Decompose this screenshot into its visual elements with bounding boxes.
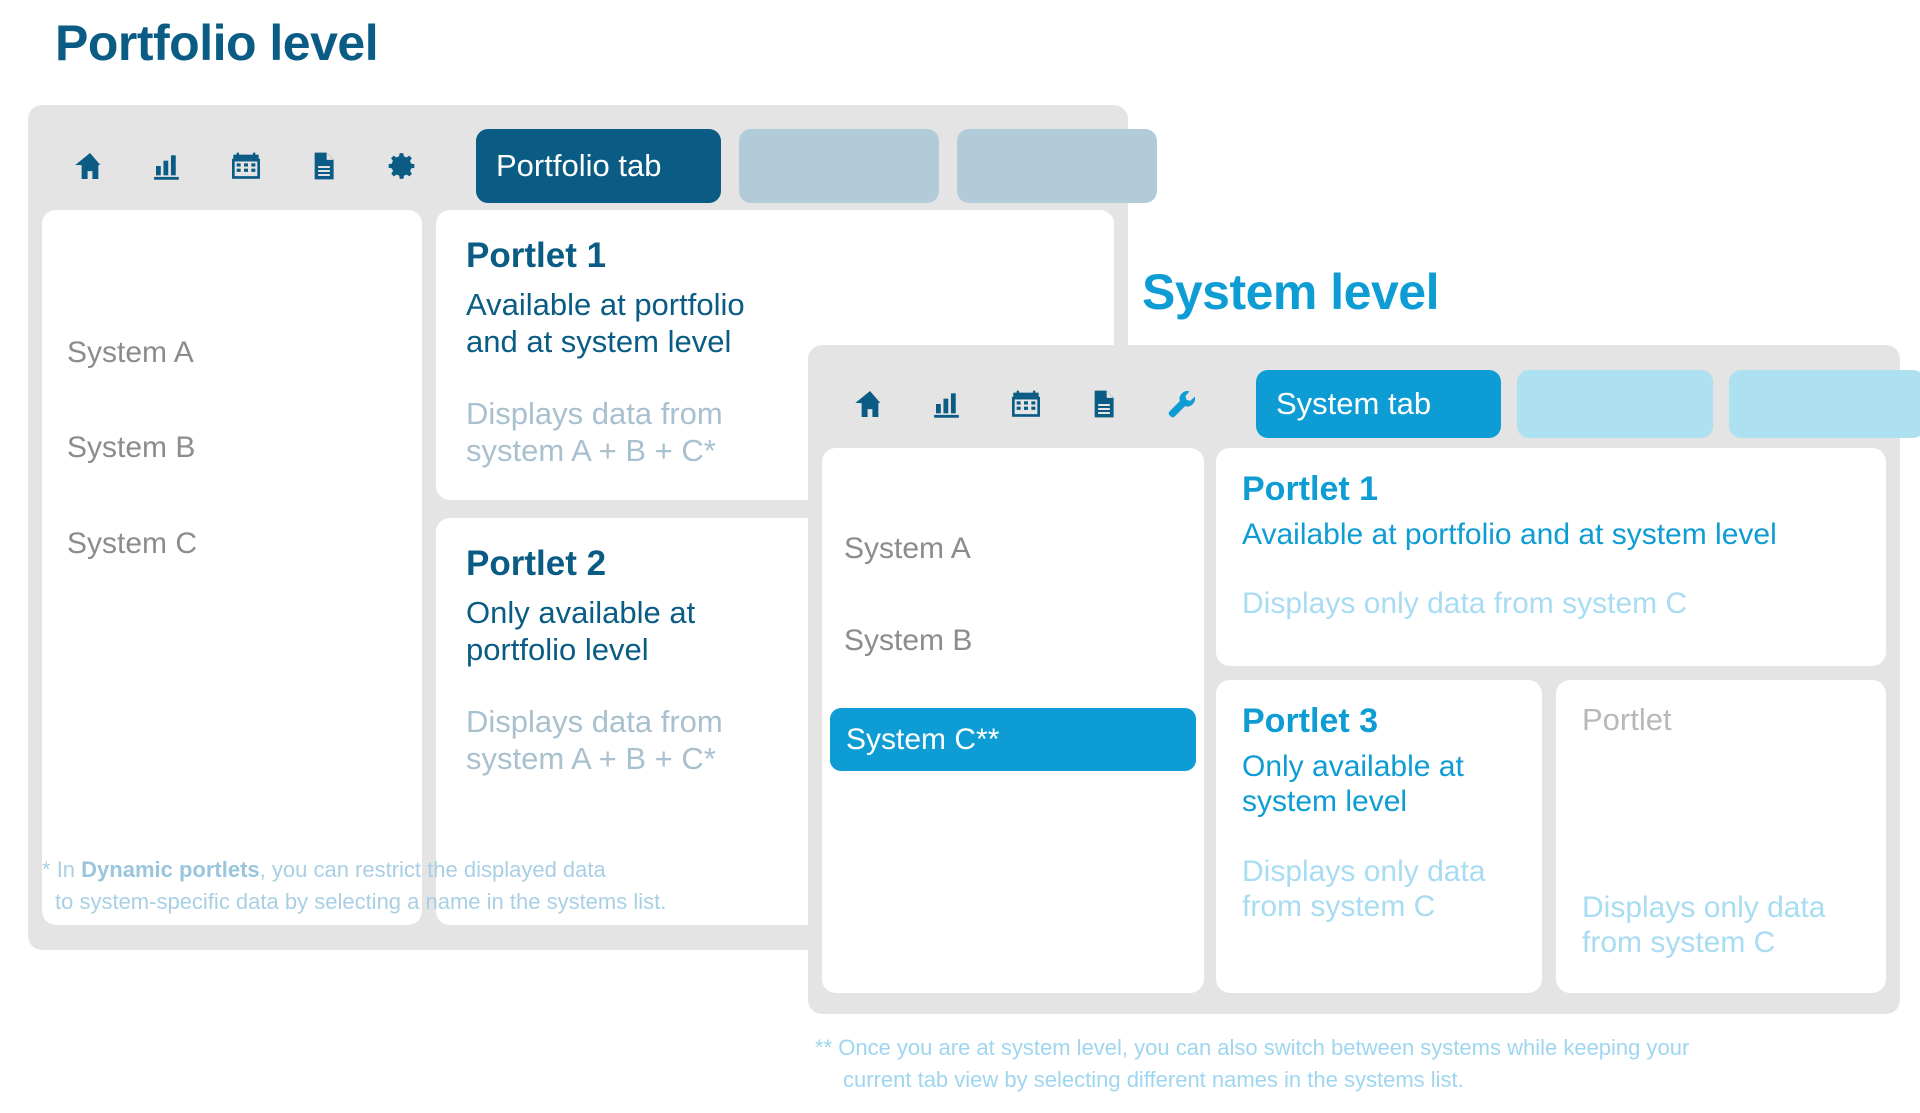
footnote-rest: , you can restrict the displayed data (259, 857, 606, 882)
system-list-item-label: System C** (846, 722, 1000, 756)
portlet-title: Portlet (1582, 702, 1672, 737)
portlet-subtitle: Only available at portfolio level (466, 595, 696, 667)
footnote-marker: * (42, 857, 57, 882)
tab-portfolio-empty-1[interactable] (739, 129, 939, 203)
portlet-note: Displays only data from system C (1242, 854, 1486, 924)
tab-system-empty-2[interactable] (1729, 370, 1920, 438)
portfolio-toolbar: Portfolio tab (58, 127, 1157, 205)
home-icon[interactable] (850, 384, 890, 424)
tab-portfolio-empty-2[interactable] (957, 129, 1157, 203)
system-systems-list: System A System B System C** (822, 448, 1204, 993)
document-icon[interactable] (1084, 384, 1124, 424)
portlet-note: Displays data from system A + B + C* (466, 396, 723, 468)
system-list-item-a[interactable]: System A (844, 532, 971, 565)
tab-label: System tab (1276, 386, 1432, 421)
calendar-icon[interactable] (226, 146, 266, 186)
portlet-card-system-3[interactable]: Portlet 3 Only available at system level… (1216, 680, 1542, 993)
system-list-item-b[interactable]: System B (67, 431, 196, 464)
bar-chart-icon[interactable] (148, 146, 188, 186)
system-list-item-a[interactable]: System A (67, 336, 194, 369)
portlet-subtitle: Only available at system level (1242, 750, 1464, 819)
footnote-line1: ** Once you are at system level, you can… (815, 1035, 1690, 1060)
portlet-card-system-placeholder[interactable]: Portlet Displays only data from system C (1556, 680, 1886, 993)
portlet-title: Portlet 1 (466, 236, 607, 275)
system-list-item-c[interactable]: System C (67, 527, 198, 560)
portlet-card-system-1[interactable]: Portlet 1 Available at portfolio and at … (1216, 448, 1886, 666)
tab-label: Portfolio tab (496, 148, 662, 183)
system-toolbar: System tab (838, 363, 1920, 445)
footnote-line2: current tab view by selecting different … (843, 1066, 1464, 1092)
tab-system-empty-1[interactable] (1517, 370, 1713, 438)
portlet-title: Portlet 2 (466, 544, 607, 583)
document-icon[interactable] (304, 146, 344, 186)
system-level-heading: System level (1142, 264, 1439, 320)
portfolio-level-heading: Portfolio level (55, 15, 379, 71)
portfolio-footnote: * In Dynamic portlets, you can restrict … (42, 854, 666, 918)
tab-portfolio-tab[interactable]: Portfolio tab (476, 129, 721, 203)
portlet-note: Displays data from system A + B + C* (466, 704, 723, 776)
tab-system-tab[interactable]: System tab (1256, 370, 1501, 438)
wrench-icon[interactable] (1162, 384, 1202, 424)
system-footnote: ** Once you are at system level, you can… (815, 1032, 1689, 1096)
footnote-lead: In (56, 857, 82, 882)
gear-icon[interactable] (382, 146, 422, 186)
calendar-icon[interactable] (1006, 384, 1046, 424)
portlet-title: Portlet 3 (1242, 702, 1379, 740)
system-panel: System tab System A System B System C** … (808, 345, 1920, 1014)
bar-chart-icon[interactable] (928, 384, 968, 424)
footnote-bold-term: Dynamic portlets (81, 857, 260, 882)
portlet-subtitle: Available at portfolio and at system lev… (466, 287, 745, 359)
portlet-title: Portlet 1 (1242, 470, 1379, 508)
home-icon[interactable] (70, 146, 110, 186)
system-list-item-c-selected[interactable]: System C** (830, 708, 1196, 771)
footnote-line2: to system-specific data by selecting a n… (55, 888, 667, 914)
portfolio-systems-list: System A System B System C (42, 210, 422, 925)
portlet-subtitle: Available at portfolio and at system lev… (1242, 518, 1777, 551)
system-list-item-b[interactable]: System B (844, 624, 973, 657)
portlet-note: Displays only data from system C (1242, 587, 1688, 621)
portlet-note: Displays only data from system C (1582, 891, 1826, 960)
